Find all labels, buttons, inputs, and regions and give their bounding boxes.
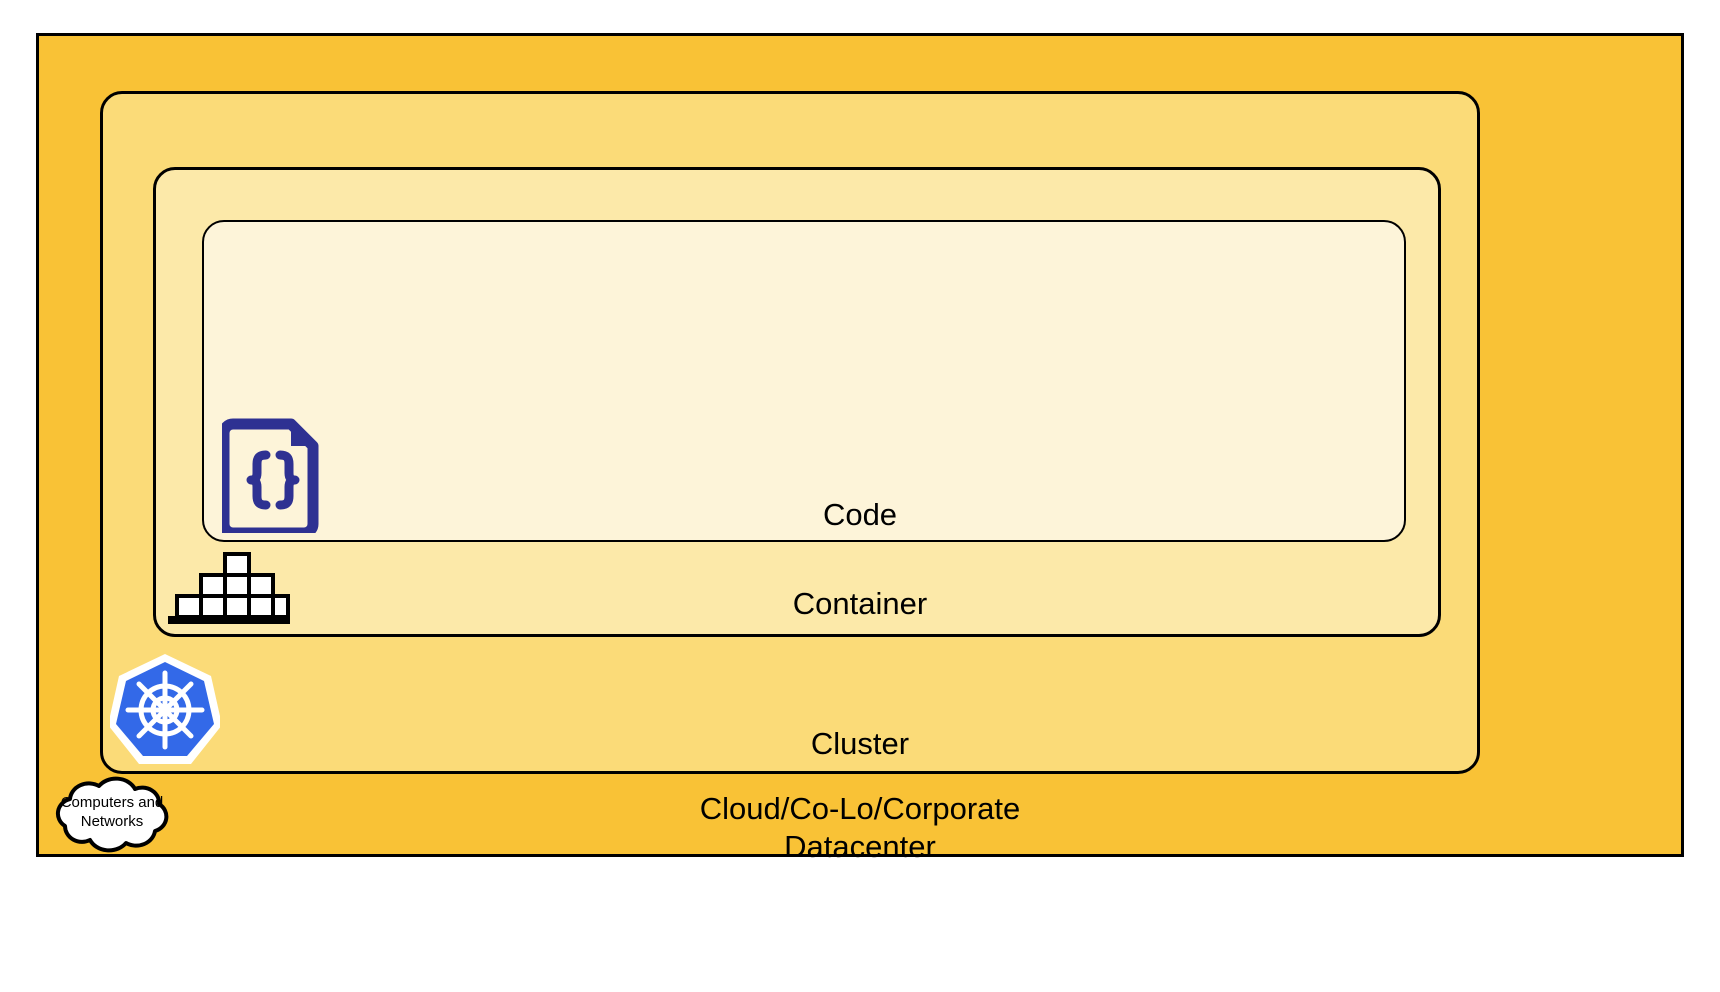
container-bricks-icon: [168, 552, 290, 624]
layer-code[interactable]: [202, 220, 1406, 542]
layer-label-code: Code: [822, 497, 898, 532]
code-json-document-icon: [218, 415, 324, 539]
layer-label-cluster: Cluster: [810, 726, 910, 761]
layer-label-datacenter: Cloud/Co-Lo/Corporate Datacenter: [699, 791, 1021, 864]
cloud-icon: [32, 773, 192, 859]
layer-label-container: Container: [792, 586, 928, 621]
kubernetes-helm-icon: [108, 653, 222, 765]
